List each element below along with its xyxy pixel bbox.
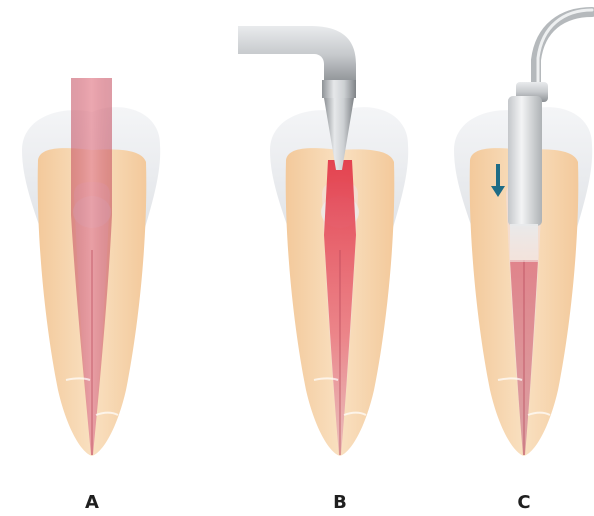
panel-label-c: C	[504, 492, 544, 513]
panel-b-tooth	[238, 26, 408, 456]
panel-a-tooth	[22, 78, 160, 456]
handpiece-neck	[322, 80, 356, 98]
fiber-tip	[510, 224, 538, 262]
panel-label-a: A	[72, 492, 112, 513]
panel-label-b: B	[320, 492, 360, 513]
fiber-handpiece	[508, 96, 542, 226]
panel-c-tooth	[454, 10, 592, 456]
handpiece-tube	[238, 26, 356, 84]
fiber-cable	[536, 12, 592, 90]
